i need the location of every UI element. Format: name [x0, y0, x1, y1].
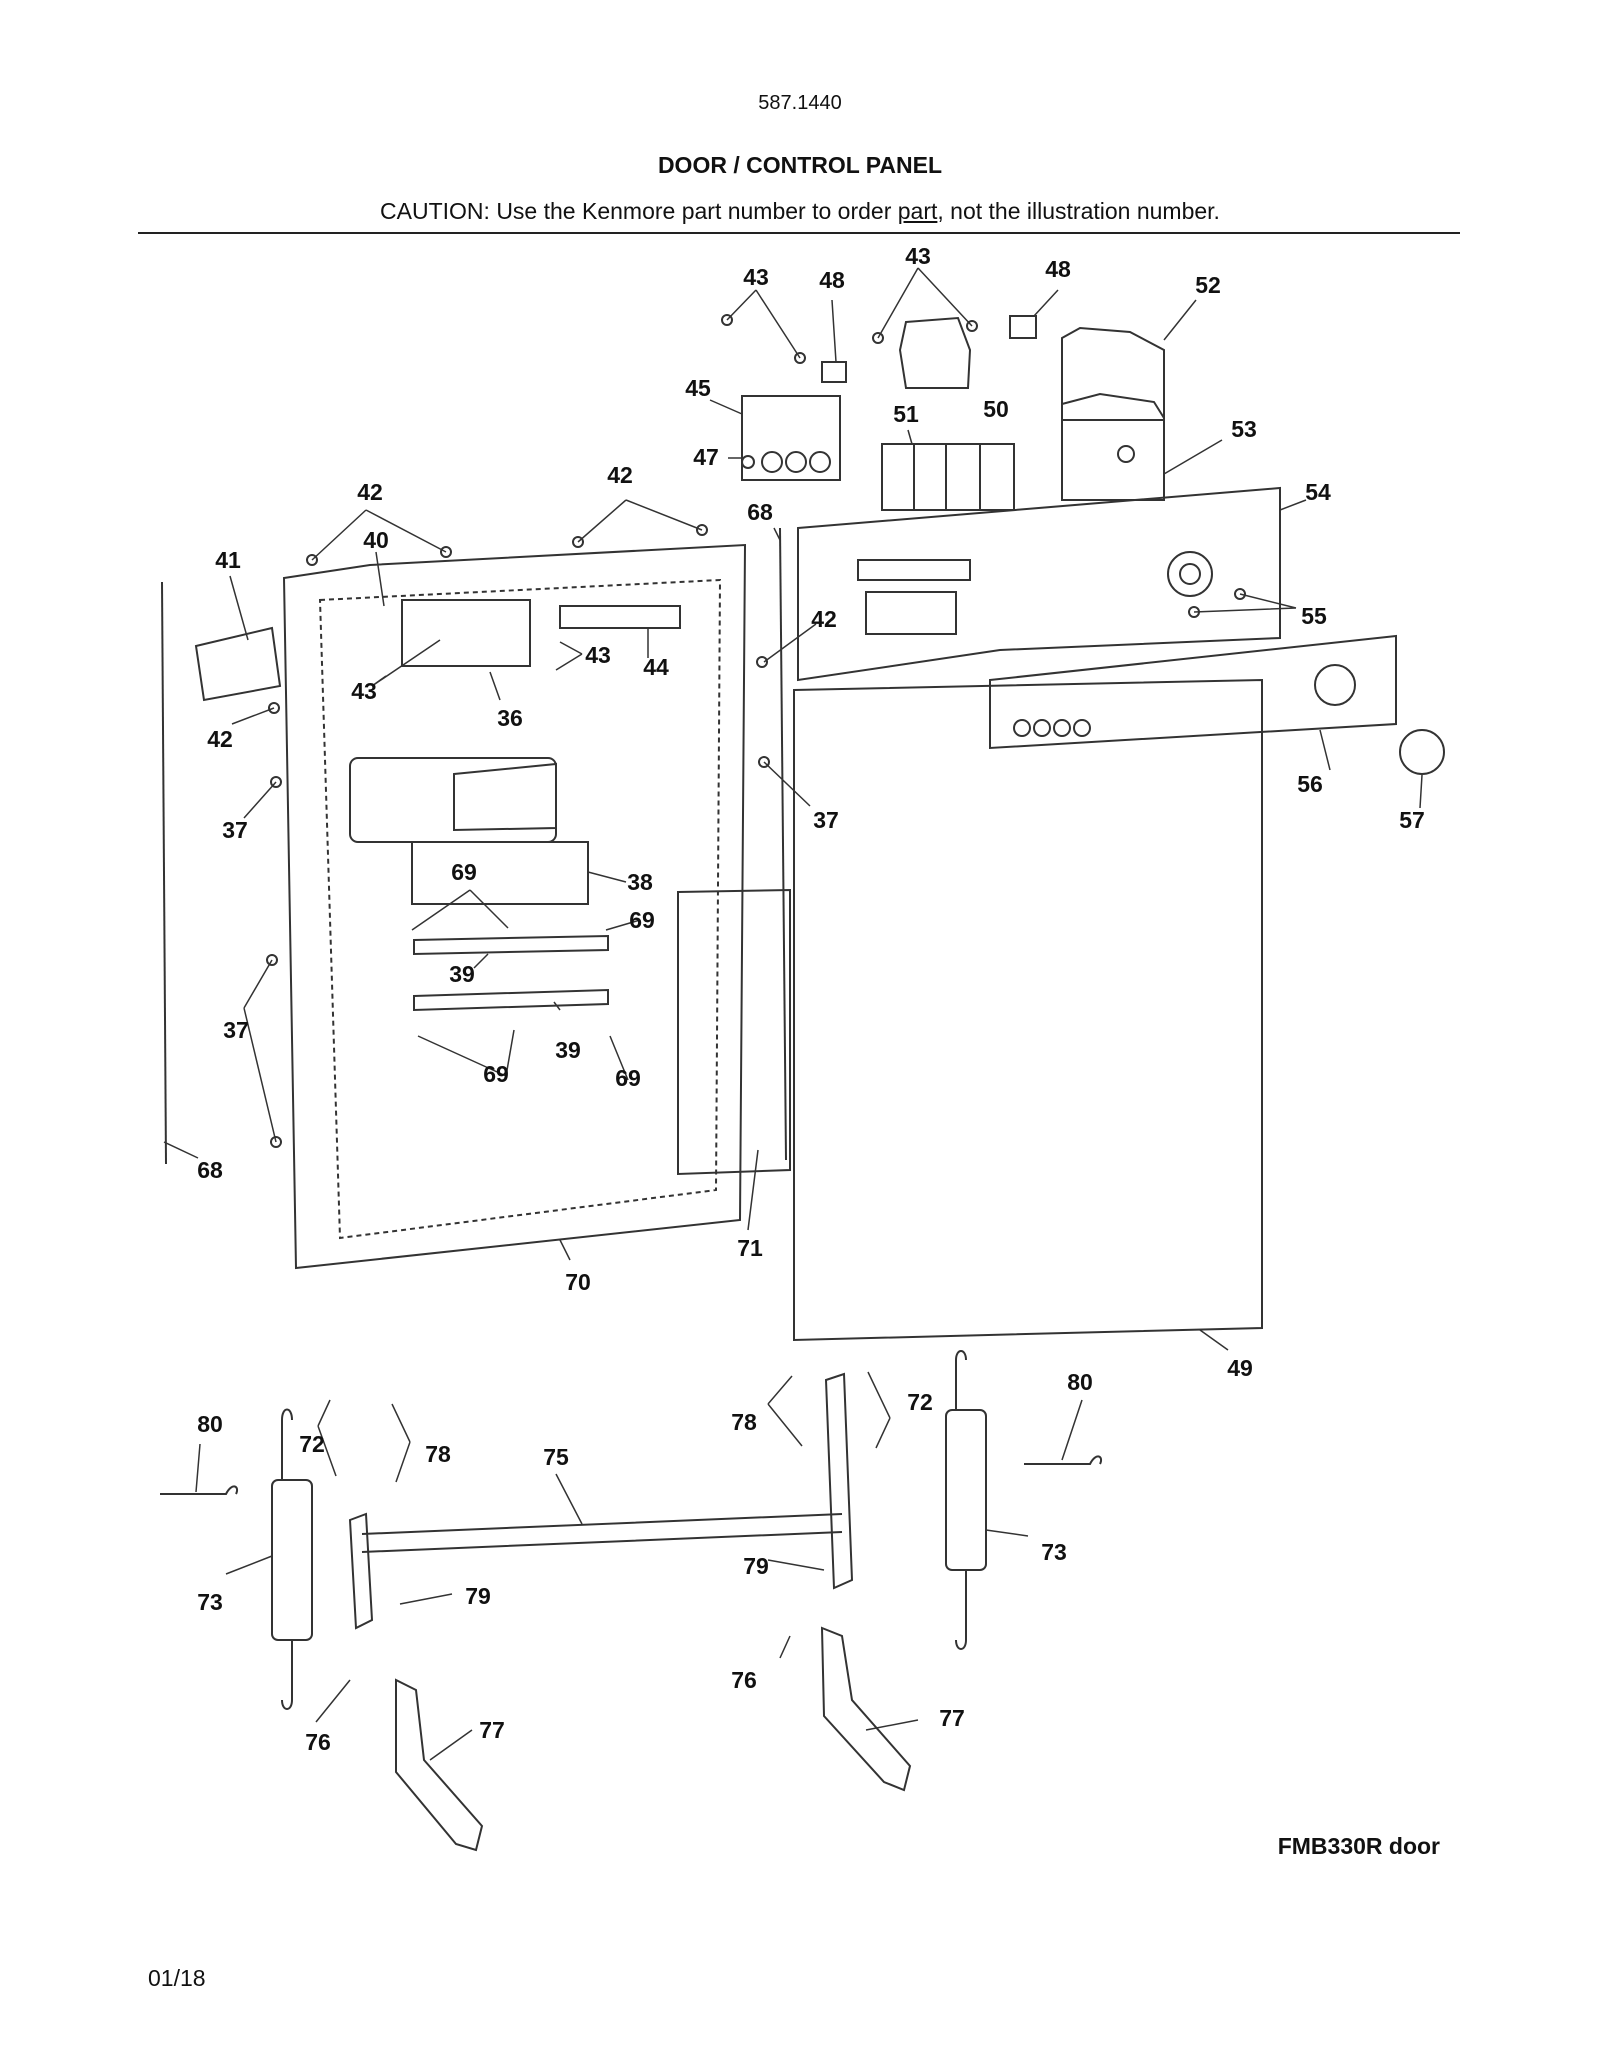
callout-43d: 43	[351, 678, 377, 704]
vent-44	[559, 605, 681, 629]
inner-door-70	[282, 543, 747, 1270]
callout-69a: 69	[451, 859, 477, 885]
callout-48a: 48	[819, 267, 845, 293]
callout-51: 51	[893, 401, 919, 427]
callout-53: 53	[1231, 416, 1257, 442]
callout-42b: 42	[607, 462, 633, 488]
callout-37c: 37	[223, 1017, 249, 1043]
switch-housing-45	[741, 395, 841, 481]
callout-75: 75	[543, 1444, 569, 1470]
callout-43b: 43	[905, 243, 931, 269]
hinge-plate-right	[824, 1372, 854, 1590]
callout-43a: 43	[743, 264, 769, 290]
callout-38: 38	[627, 869, 653, 895]
callout-56: 56	[1297, 771, 1323, 797]
callout-69b: 69	[629, 907, 655, 933]
callout-69d: 69	[615, 1065, 641, 1091]
knob-57	[1399, 729, 1445, 775]
latch-50	[898, 316, 972, 389]
control-module-53	[1061, 392, 1165, 501]
diagram-caption: FMB330R door	[1277, 1833, 1440, 1859]
model-number: 587.1440	[758, 92, 842, 114]
date-code: 01/18	[148, 1965, 206, 1991]
callout-55: 55	[1301, 603, 1327, 629]
callout-80b: 80	[1067, 1369, 1093, 1395]
callout-80a: 80	[197, 1411, 223, 1437]
leader-lines	[163, 267, 1423, 1761]
callout-76b: 76	[731, 1667, 757, 1693]
callout-78b: 78	[731, 1409, 757, 1435]
callout-45: 45	[685, 375, 711, 401]
page-title: DOOR / CONTROL PANEL	[657, 152, 943, 178]
spring-80b	[1024, 1455, 1102, 1465]
callout-42c: 42	[811, 606, 837, 632]
callout-69c: 69	[483, 1061, 509, 1087]
callout-42d: 42	[207, 726, 233, 752]
callout-37b: 37	[813, 807, 839, 833]
caution-prefix: CAUTION: Use the Kenmore part number to …	[380, 198, 898, 224]
spring-80a	[160, 1485, 238, 1495]
callout-76a: 76	[305, 1729, 331, 1755]
hinge-plate-left	[348, 1512, 374, 1630]
rail-39b	[413, 988, 609, 1012]
coil-spring-73a	[271, 1479, 313, 1641]
button-strip-51	[881, 443, 1015, 511]
control-panel-54	[797, 486, 1281, 682]
switch-48b	[1009, 315, 1037, 339]
header-divider	[138, 232, 1460, 234]
callout-73a: 73	[197, 1589, 223, 1615]
callout-79b: 79	[743, 1553, 769, 1579]
callout-43c: 43	[585, 642, 611, 668]
diagram-drawing	[160, 267, 1445, 1852]
callout-73b: 73	[1041, 1539, 1067, 1565]
vent-41	[194, 626, 282, 702]
callout-48b: 48	[1045, 256, 1071, 282]
callout-72a: 72	[299, 1431, 325, 1457]
callout-79a: 79	[465, 1583, 491, 1609]
trim-strip-68b	[779, 527, 787, 1161]
callout-71: 71	[737, 1235, 763, 1261]
callout-54: 54	[1305, 479, 1331, 505]
callout-36: 36	[497, 705, 523, 731]
control-module-52	[1061, 326, 1165, 421]
hinge-arm-77b	[820, 1626, 912, 1792]
callout-42a: 42	[357, 479, 383, 505]
callout-68b: 68	[197, 1157, 223, 1183]
callout-78a: 78	[425, 1441, 451, 1467]
hinge-arm-77a	[395, 1678, 484, 1852]
callout-72b: 72	[907, 1389, 933, 1415]
vent-duct-71	[677, 888, 791, 1176]
callout-70: 70	[565, 1269, 591, 1295]
callout-37a: 37	[222, 817, 248, 843]
console-56	[989, 634, 1397, 750]
callout-39b: 39	[555, 1037, 581, 1063]
rail-39a	[413, 934, 609, 956]
caution-underlined-word: part	[897, 198, 938, 224]
callout-44: 44	[643, 654, 669, 680]
callout-77b: 77	[939, 1705, 965, 1731]
switch-48a	[821, 361, 847, 383]
coil-spring-73b	[945, 1409, 987, 1571]
callout-40: 40	[363, 527, 389, 553]
callout-68a: 68	[747, 499, 773, 525]
control-knob-53	[1117, 445, 1135, 463]
callout-47: 47	[693, 444, 719, 470]
caution-suffix: , not the illustration number.	[937, 198, 1220, 224]
callout-77a: 77	[479, 1717, 505, 1743]
callout-41: 41	[215, 547, 241, 573]
callout-52: 52	[1195, 272, 1221, 298]
trim-strip-68a	[161, 581, 167, 1165]
callout-39a: 39	[449, 961, 475, 987]
callout-labels: 43 48 43 48 52 45 51 50 53 47 42 42 68 5…	[197, 243, 1425, 1755]
caution-note: CAUTION: Use the Kenmore part number to …	[0, 198, 1600, 225]
bracket-40	[401, 599, 531, 667]
callout-50: 50	[983, 396, 1009, 422]
torsion-bar-75	[361, 1513, 843, 1553]
outer-door-panel-49	[793, 678, 1263, 1342]
callout-57: 57	[1399, 807, 1425, 833]
callout-49: 49	[1227, 1355, 1253, 1381]
detergent-dispenser-38	[411, 841, 589, 905]
